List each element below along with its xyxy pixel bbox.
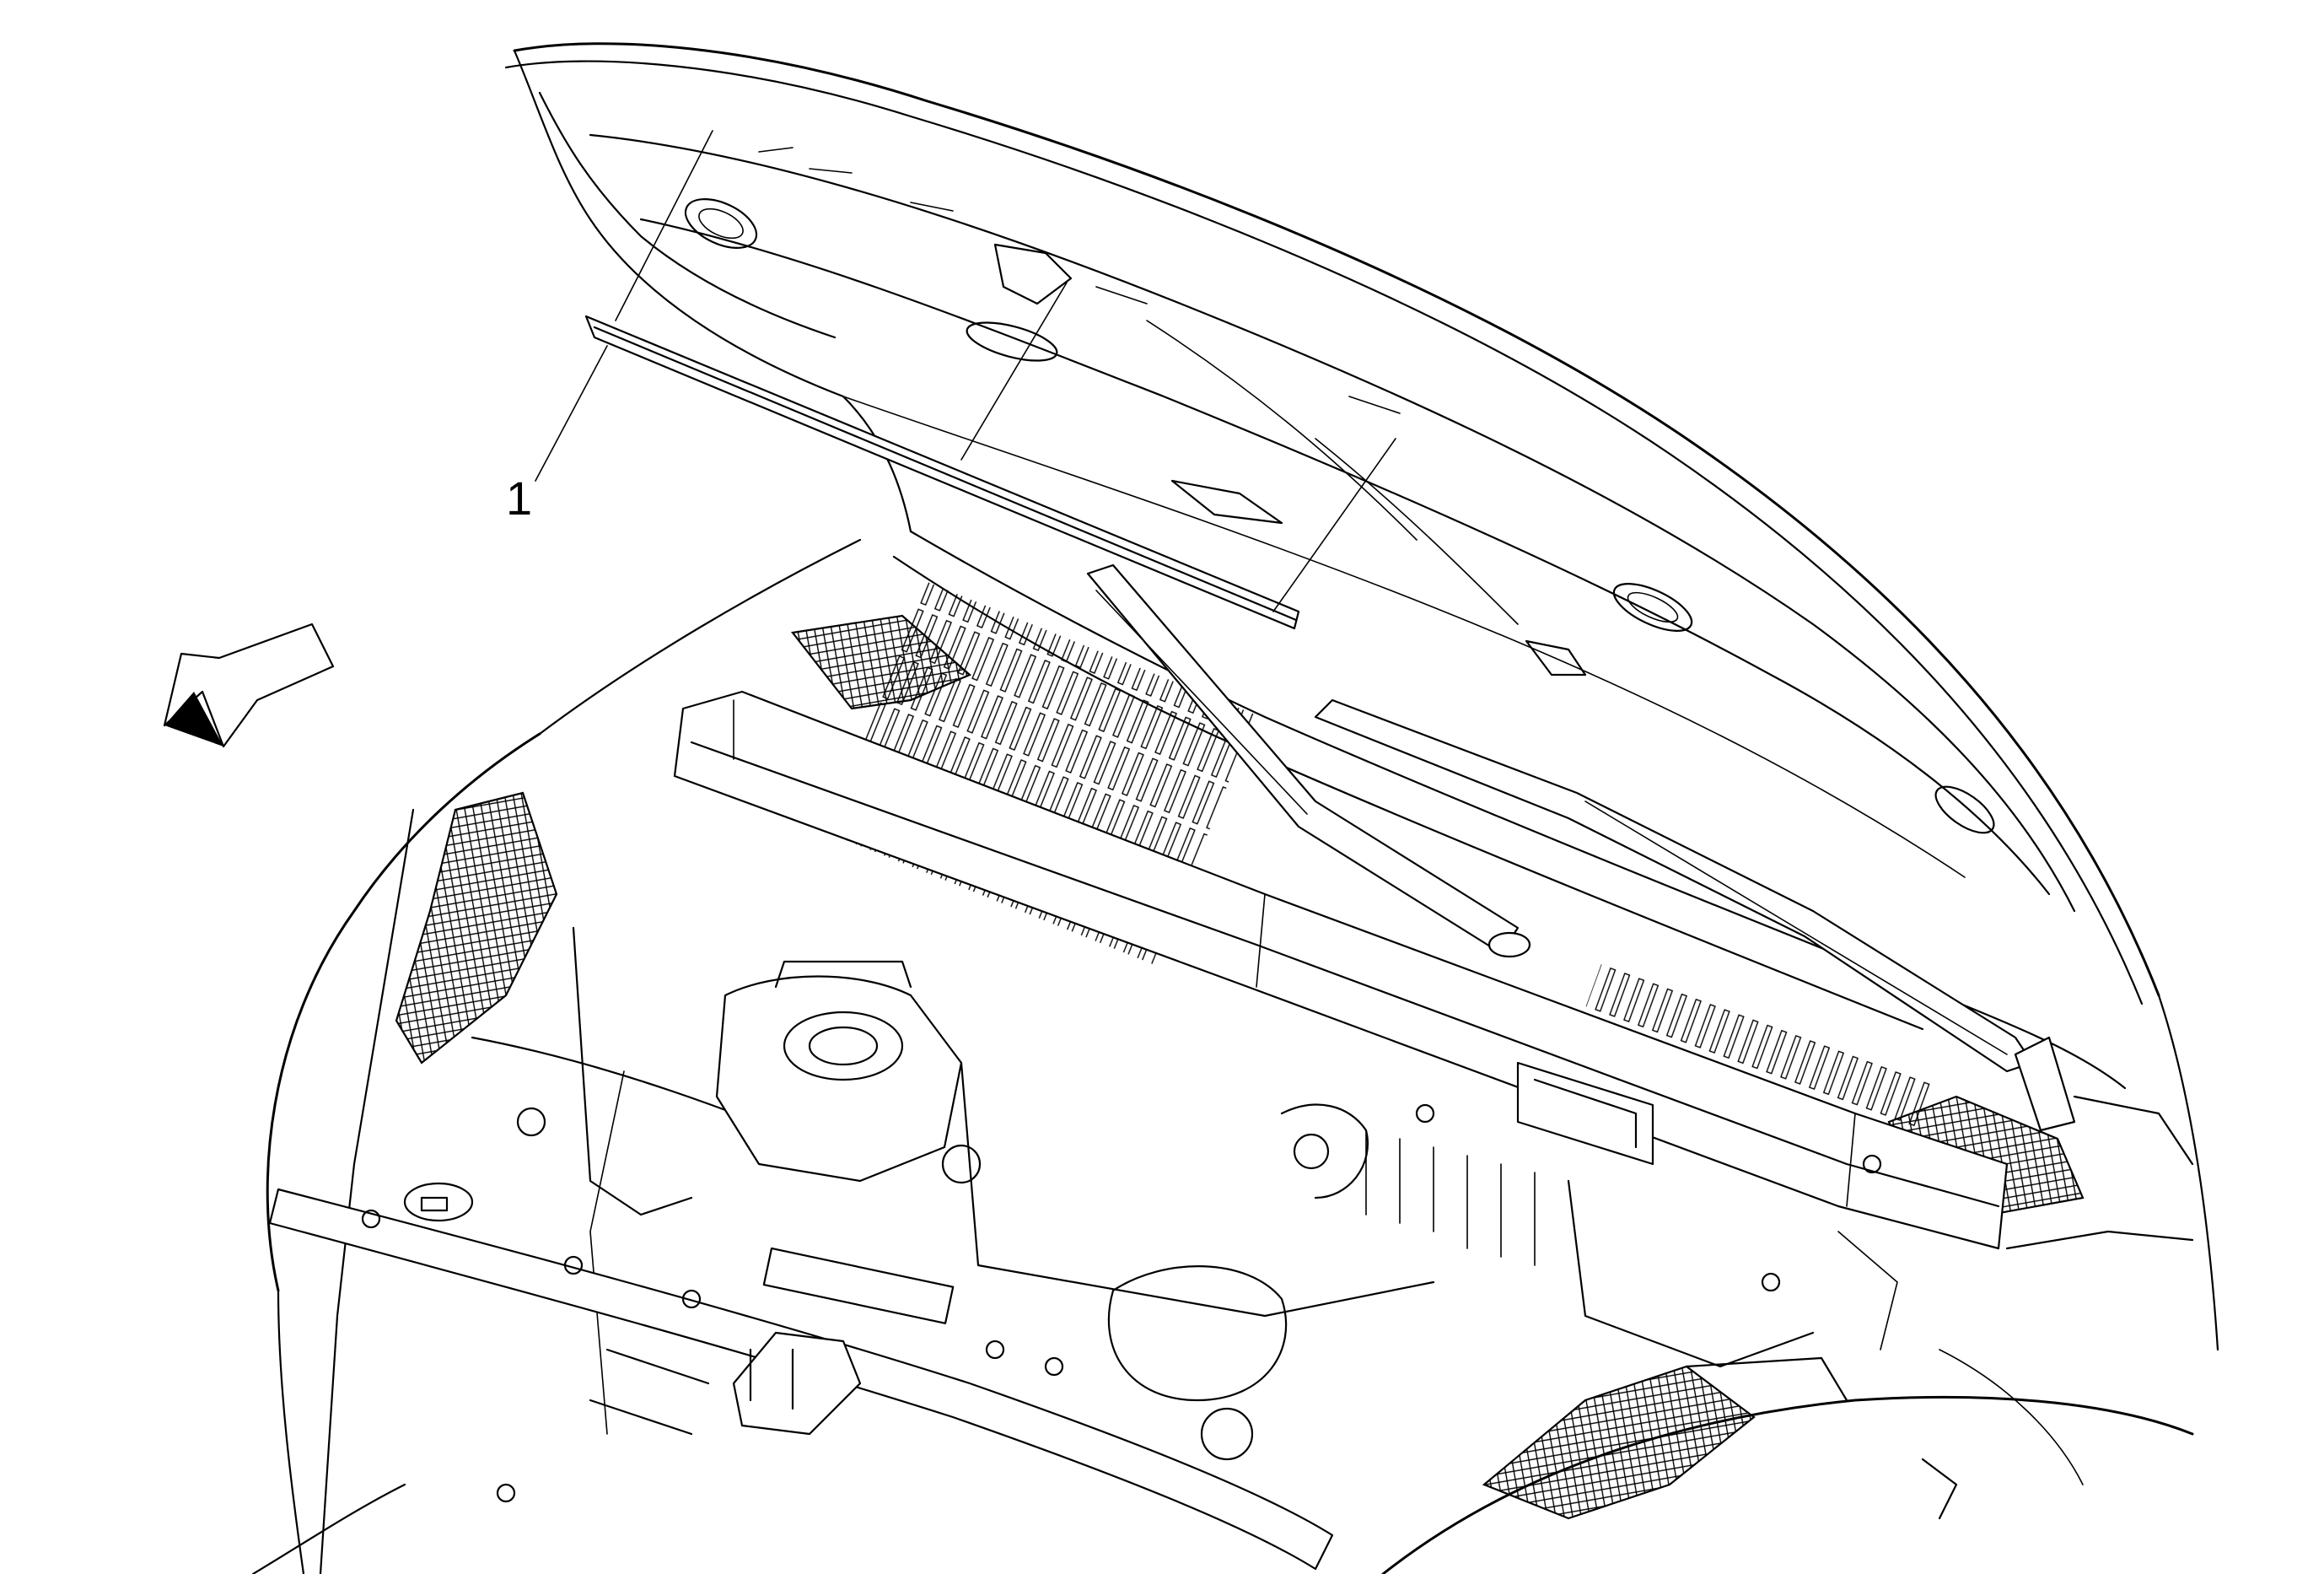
callout-1-leader xyxy=(535,345,608,482)
cowl-trim-right xyxy=(1415,1095,2194,1292)
callout-1-label: 1 xyxy=(506,472,532,525)
wiper-arm-right xyxy=(1314,698,2076,1132)
wiper-arm-left xyxy=(1086,563,1531,958)
vehicle-front-arrow-icon xyxy=(163,623,335,748)
vehicle-body xyxy=(251,538,2219,1574)
air-intake-plenum xyxy=(673,690,2009,1250)
callout-1: 1 xyxy=(506,345,608,525)
hood-rear-seal xyxy=(584,130,1396,630)
radiator-support xyxy=(268,1182,1334,1571)
hood xyxy=(504,42,2160,1005)
engine-bay xyxy=(395,791,1898,1520)
